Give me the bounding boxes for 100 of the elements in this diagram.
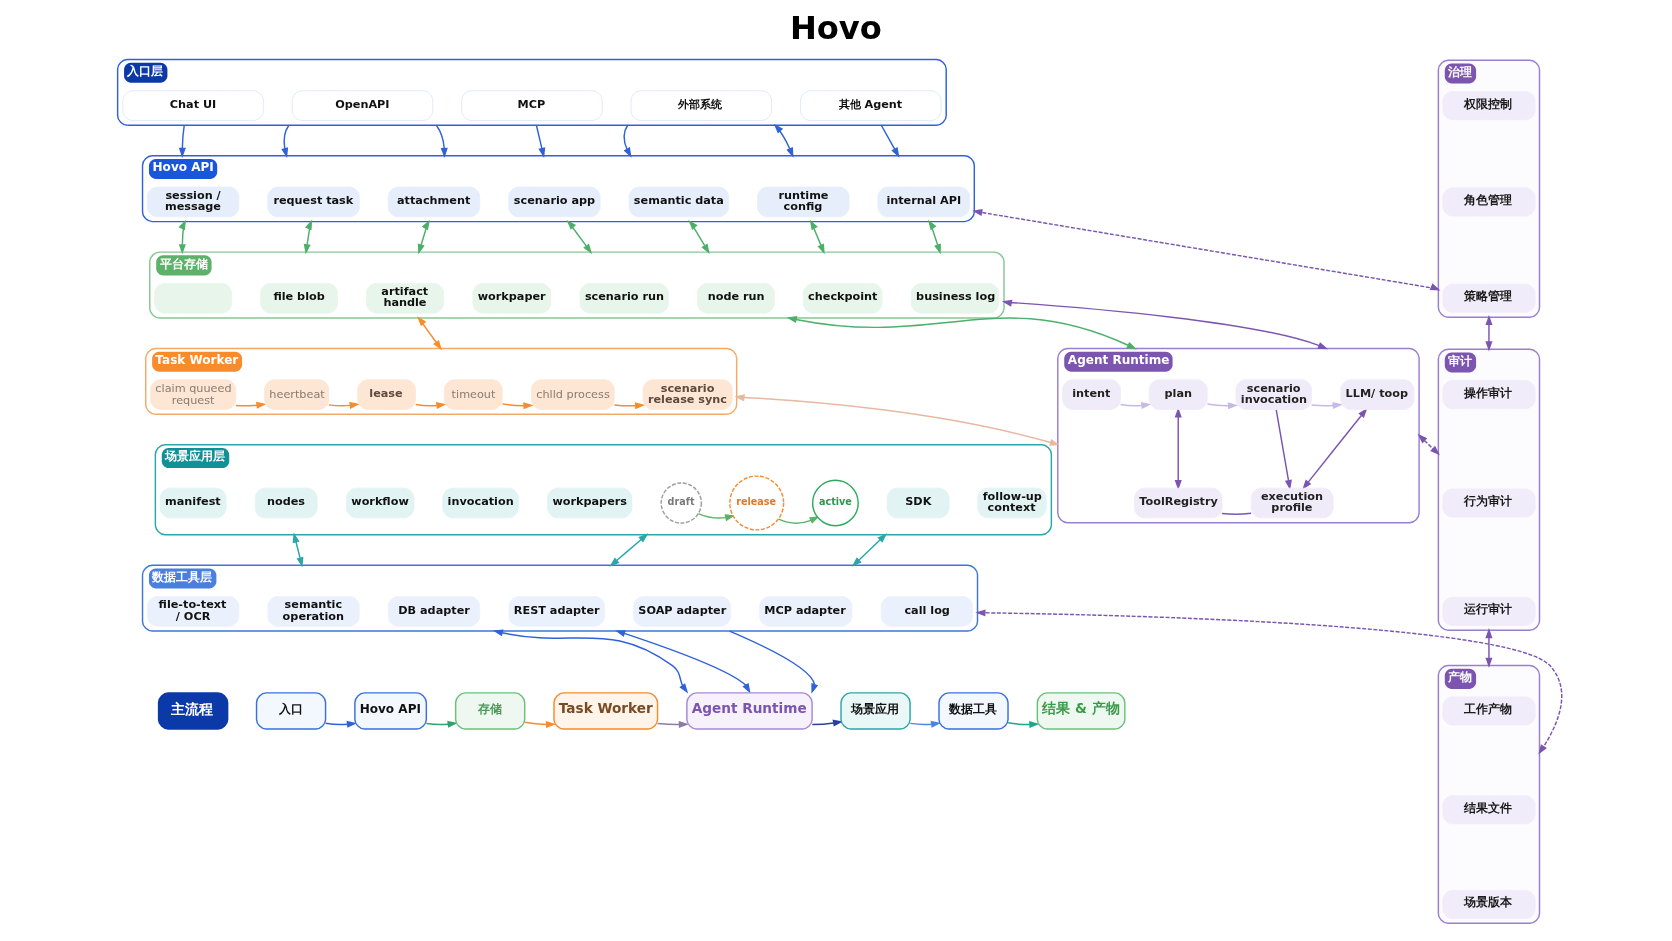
arrow bbox=[851, 533, 887, 567]
node-box: LLM/ toop bbox=[1339, 379, 1414, 410]
arrow bbox=[501, 402, 534, 410]
arrow bbox=[178, 124, 186, 158]
node-box bbox=[153, 283, 232, 314]
arrow bbox=[535, 124, 545, 158]
node-box: lease bbox=[356, 379, 416, 410]
node-box: business log bbox=[910, 283, 999, 314]
node-box: plan bbox=[1148, 379, 1208, 410]
node-box: follow-up context bbox=[977, 487, 1047, 519]
node-box: internal API bbox=[877, 186, 970, 218]
node-box: artifact handle bbox=[365, 283, 444, 314]
node-box: workpapers bbox=[546, 487, 632, 519]
node-box: scenario app bbox=[507, 186, 601, 218]
diagram-title: Hovo bbox=[789, 9, 882, 48]
arrow bbox=[1484, 628, 1492, 668]
arrow bbox=[280, 124, 290, 158]
node-box: workflow bbox=[345, 487, 414, 519]
arrow bbox=[414, 402, 446, 410]
node-box: file-to-text / OCR bbox=[146, 596, 239, 627]
connector bbox=[1220, 512, 1252, 515]
arrow bbox=[435, 124, 448, 158]
node-box: scenario invocation bbox=[1235, 379, 1312, 410]
node-box: 策略管理 bbox=[1441, 283, 1535, 313]
node-box: 外部系统 bbox=[630, 90, 772, 121]
node-circle: release bbox=[728, 475, 784, 531]
node-box: invocation bbox=[441, 487, 519, 519]
node-box: chlld process bbox=[530, 379, 615, 410]
arrow bbox=[303, 219, 312, 255]
node-box: scenario run bbox=[579, 283, 669, 314]
node-box: 入口 bbox=[255, 692, 326, 730]
arrow bbox=[622, 124, 632, 158]
node-box: execution profile bbox=[1250, 487, 1334, 519]
node-box: request task bbox=[266, 186, 360, 218]
arrow bbox=[909, 720, 941, 728]
arrow bbox=[613, 402, 645, 410]
node-box: Chat UI bbox=[121, 90, 264, 121]
arrow bbox=[177, 219, 186, 255]
arrow bbox=[566, 220, 592, 254]
node-box: Hovo API bbox=[353, 692, 427, 730]
arrow bbox=[327, 401, 360, 409]
arrow bbox=[324, 720, 357, 728]
node-box: timeout bbox=[443, 379, 503, 410]
node-box: 其他 Agent bbox=[799, 90, 941, 121]
node-box: 主流程 bbox=[157, 692, 228, 730]
arrow bbox=[416, 316, 442, 351]
arrow bbox=[1001, 299, 1328, 350]
node-box: workpaper bbox=[472, 283, 551, 314]
arrow bbox=[974, 609, 1562, 755]
node-box: MCP bbox=[460, 90, 603, 121]
node-box: Task Worker bbox=[552, 692, 658, 730]
arrow bbox=[733, 394, 1060, 446]
node-box: file blob bbox=[259, 283, 338, 314]
arrow bbox=[656, 720, 689, 729]
arrow bbox=[971, 209, 1440, 291]
node-box: call log bbox=[880, 596, 973, 627]
arrow bbox=[1119, 402, 1151, 410]
arrow bbox=[1310, 402, 1343, 410]
arrow bbox=[809, 219, 825, 255]
arrow bbox=[728, 630, 818, 694]
arrow bbox=[1417, 433, 1440, 456]
node-box: scenario release sync bbox=[642, 379, 733, 410]
arrow bbox=[697, 512, 735, 522]
arrow bbox=[1206, 402, 1238, 410]
arrow bbox=[1006, 720, 1039, 729]
node-box: heertbeat bbox=[263, 379, 329, 410]
arrow bbox=[773, 123, 793, 158]
node-box: attachment bbox=[387, 186, 480, 218]
arrow bbox=[608, 533, 648, 567]
node-box: session / message bbox=[146, 186, 239, 218]
arrow bbox=[1301, 407, 1367, 490]
node-box: 场景版本 bbox=[1441, 890, 1535, 919]
node-box: ToolRegistry bbox=[1133, 487, 1222, 519]
arrow bbox=[614, 630, 751, 694]
node-box: Agent Runtime bbox=[685, 692, 813, 730]
node-box: SDK bbox=[886, 487, 949, 519]
arrow bbox=[523, 720, 556, 729]
arrow bbox=[1484, 314, 1492, 352]
node-box: node run bbox=[696, 283, 775, 314]
node-box: 运行审计 bbox=[1441, 596, 1535, 626]
arrow bbox=[234, 401, 266, 409]
arrow bbox=[786, 316, 1137, 350]
node-box: semantic data bbox=[628, 186, 729, 218]
node-box: 数据工具 bbox=[937, 692, 1009, 730]
node-box: runtime config bbox=[756, 186, 849, 218]
node-box: 结果 & 产物 bbox=[1036, 692, 1126, 730]
arrow bbox=[777, 516, 820, 524]
arrow bbox=[292, 532, 303, 568]
node-box: 场景应用 bbox=[839, 692, 911, 730]
arrow bbox=[927, 219, 941, 255]
arrow bbox=[1275, 408, 1292, 491]
node-box: intent bbox=[1061, 379, 1121, 410]
node-box: nodes bbox=[254, 487, 318, 519]
arrow bbox=[811, 719, 843, 727]
arrow bbox=[492, 629, 688, 694]
node-box: claim quueed request bbox=[149, 379, 236, 410]
node-box: manifest bbox=[159, 487, 226, 519]
arrow bbox=[880, 124, 899, 158]
node-box: OpenAPI bbox=[291, 90, 433, 121]
node-circle: draft bbox=[659, 482, 702, 524]
